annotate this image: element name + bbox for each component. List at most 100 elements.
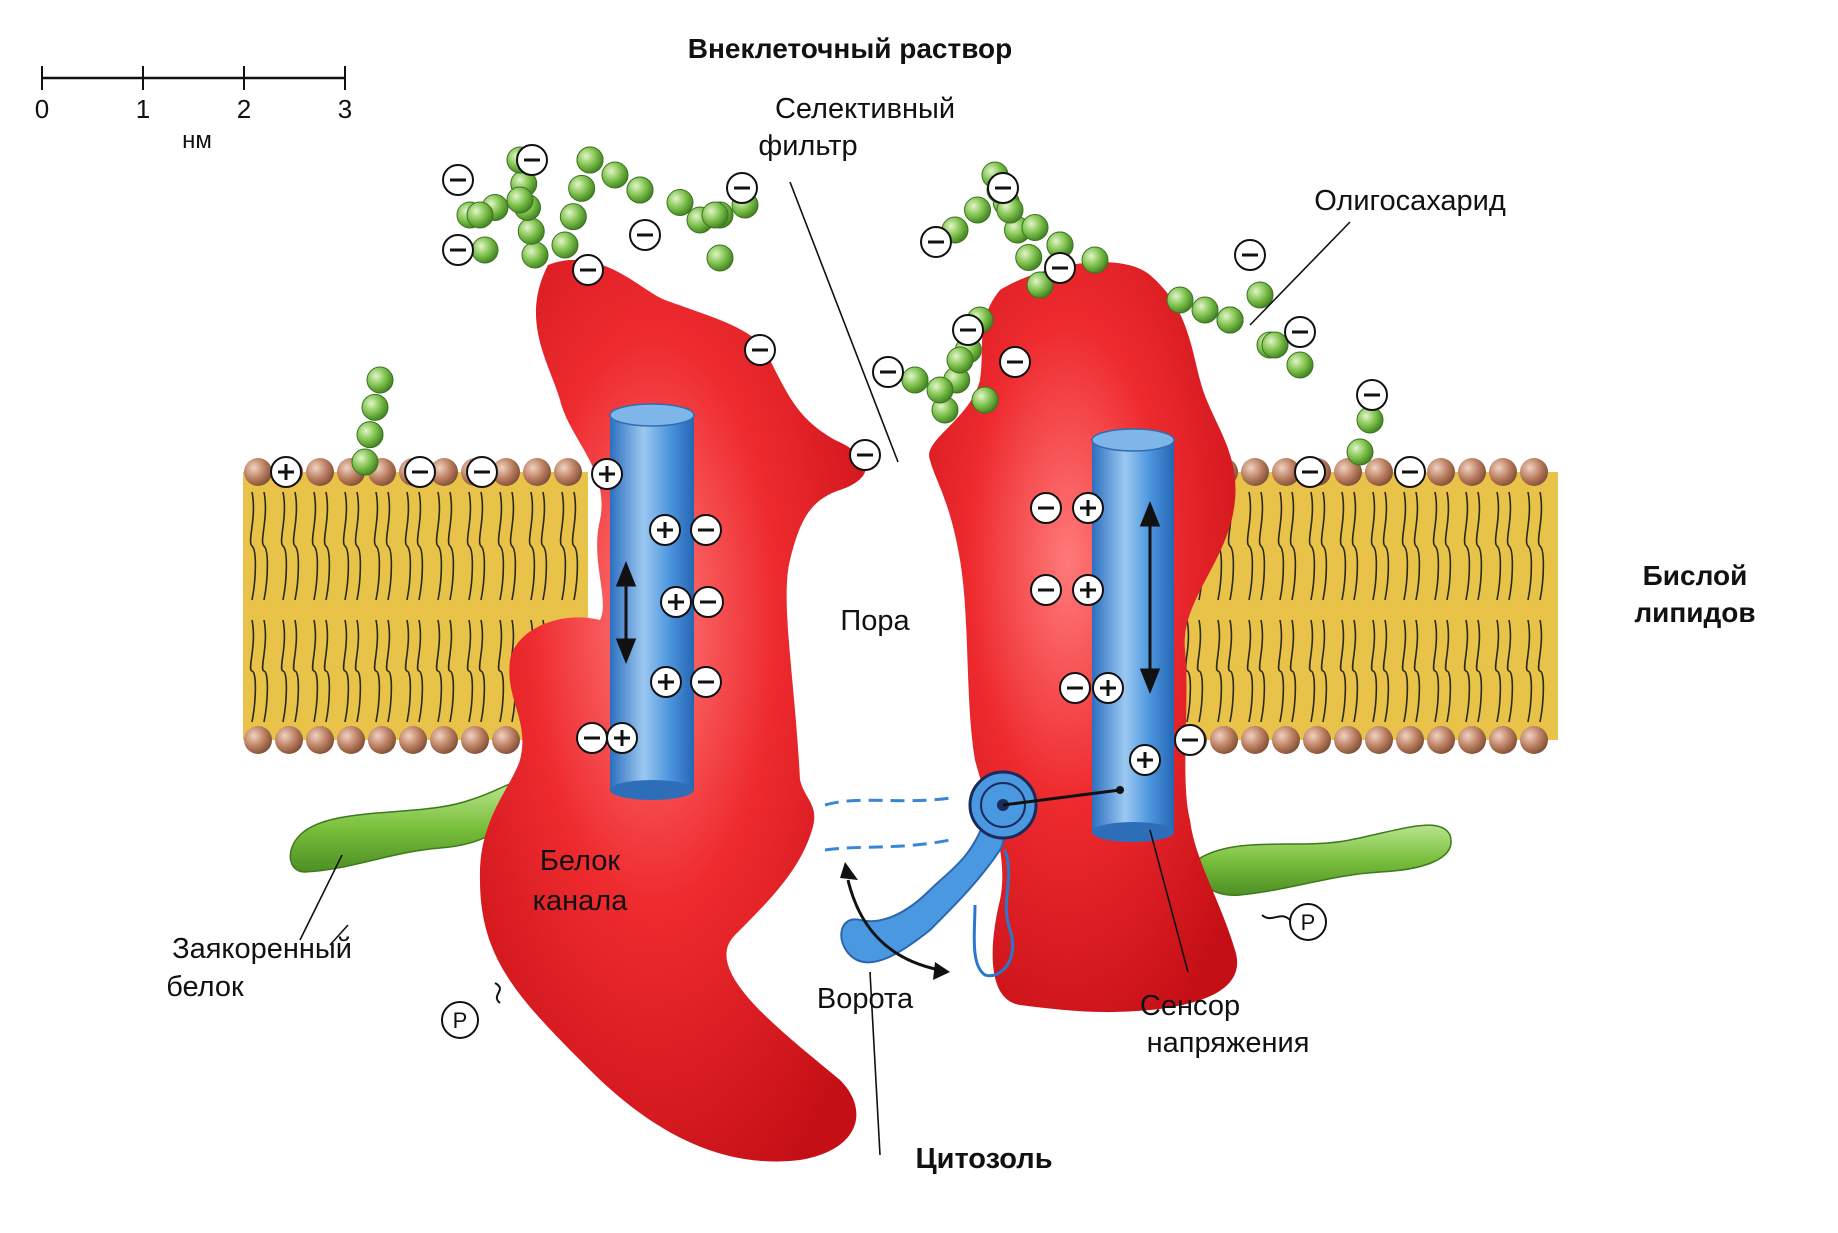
phosphate-right: P [1261, 903, 1327, 941]
sugar-bead [1015, 244, 1043, 271]
lipid-head [1272, 726, 1300, 754]
lipid-head [1365, 458, 1393, 486]
lipid-head [1489, 458, 1517, 486]
positive-charge-icon [660, 586, 692, 618]
sugar-bead [356, 421, 384, 449]
positive-charge-icon [591, 458, 623, 490]
lipid-head [337, 726, 365, 754]
label-channel-protein-1: Белок [540, 845, 621, 877]
positive-charge-icon [649, 514, 681, 546]
helix-movement-arrows [615, 500, 1161, 695]
gate-linker [1002, 788, 1121, 807]
lipid-head [1272, 458, 1300, 486]
positive-charge-icon [270, 456, 302, 488]
sugar-bead [701, 201, 729, 229]
positive-charge-icon [1072, 492, 1104, 524]
sugar-bead [926, 376, 954, 404]
lipid-head [1241, 726, 1269, 754]
leader-lines [299, 181, 1351, 1156]
sugar-bead [1026, 271, 1054, 299]
lipid-head [554, 458, 582, 486]
charges [270, 144, 1426, 776]
bilayer-right-core [1178, 472, 1558, 740]
negative-charge-icon [466, 456, 498, 488]
negative-charge-icon [572, 254, 604, 286]
negative-charge-icon [1356, 379, 1388, 411]
label-bilayer-1: Бислой [1643, 560, 1748, 591]
sugar-bead [964, 196, 991, 224]
sugar-bead [1081, 246, 1109, 274]
lipid-head [430, 458, 458, 486]
negative-charge-icon [872, 356, 904, 388]
lipid-head [1458, 458, 1486, 486]
lipid-head [1489, 726, 1517, 754]
lipid-head [1520, 458, 1548, 486]
gate-tether [972, 849, 1015, 978]
negative-charge-icon [442, 234, 474, 266]
negative-charge-icon [1044, 252, 1076, 284]
label-anchored-protein-2: белок [166, 971, 244, 1003]
lipid-head [244, 726, 272, 754]
sugar-bead [506, 186, 534, 214]
sugar-bead [551, 231, 579, 259]
lipid-head [1396, 726, 1424, 754]
sugar-bead [1346, 438, 1374, 466]
sugar-bead [946, 346, 974, 374]
gate-dashed-boundary [824, 796, 951, 852]
negative-charge-icon [952, 314, 984, 346]
oligosaccharides [351, 146, 1384, 476]
gate-paddle [840, 818, 1005, 964]
sugar-bead [1191, 296, 1219, 324]
label-selective-filter-1: Селективный [775, 93, 955, 125]
lipid-head [306, 458, 334, 486]
negative-charge-icon [726, 172, 758, 204]
label-voltage-sensor-1: Сенсор [1140, 990, 1240, 1022]
sugar-bead [1166, 286, 1194, 314]
label-voltage-sensor-2: напряжения [1147, 1027, 1310, 1059]
positive-charge-icon [650, 666, 682, 698]
label-oligosaccharide: Олигосахарид [1314, 185, 1506, 217]
sugar-bead [1021, 214, 1049, 241]
negative-charge-icon [1294, 456, 1326, 488]
lipid-head [1334, 458, 1362, 486]
negative-charge-icon [442, 164, 474, 196]
sugar-bead [1286, 351, 1314, 379]
label-extracellular: Внеклеточный раствор [688, 33, 1013, 64]
lipid-head [1210, 726, 1238, 754]
negative-charge-icon [690, 514, 722, 546]
scale-tick-3: 3 [338, 94, 352, 124]
sugar-bead [361, 393, 389, 421]
sugar-bead [568, 174, 596, 202]
lipid-head [399, 726, 427, 754]
scale-tick-0: 0 [35, 94, 49, 124]
lipid-head [1427, 726, 1455, 754]
sugar-bead [517, 217, 545, 245]
lipid-head [492, 458, 520, 486]
negative-charge-icon [920, 226, 952, 258]
sugar-bead [1216, 306, 1244, 334]
label-selective-filter-2: фильтр [758, 130, 857, 162]
lipid-head [1427, 458, 1455, 486]
lipid-head [1458, 726, 1486, 754]
lipid-head [523, 458, 551, 486]
phosphate-left: P [441, 982, 501, 1039]
negative-charge-icon [576, 722, 608, 754]
gate-swing-arrow [846, 879, 941, 972]
lipid-head [461, 726, 489, 754]
sugar-bead [706, 244, 734, 272]
negative-charge-icon [1174, 724, 1206, 756]
positive-charge-icon [1092, 672, 1124, 704]
sugar-bead [601, 161, 629, 189]
scale-tick-2: 2 [237, 94, 251, 124]
negative-charge-icon [987, 172, 1019, 204]
negative-charge-icon [999, 346, 1031, 378]
sugar-bead [666, 189, 694, 216]
lipid-head [1303, 726, 1331, 754]
gate [824, 770, 1124, 980]
lipid-head [1520, 726, 1548, 754]
label-channel-protein-2: канала [533, 885, 629, 917]
positive-charge-icon [606, 722, 638, 754]
lipid-head [1334, 726, 1362, 754]
